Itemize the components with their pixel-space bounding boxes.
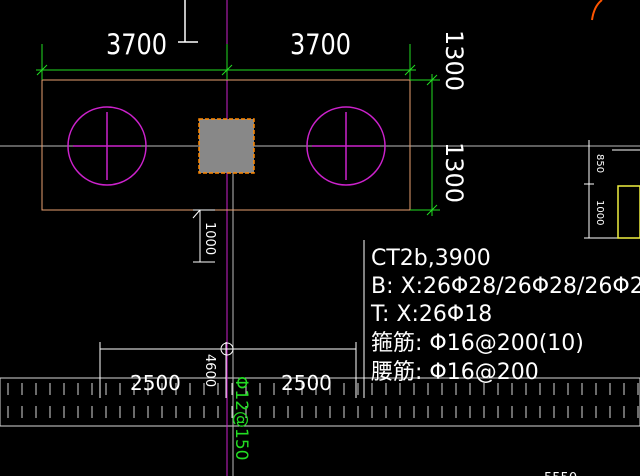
pile-cap-outline[interactable]	[41, 79, 411, 211]
vertical-rebar-label: Φ12@150	[231, 376, 251, 460]
wall-hatch-strip	[0, 377, 640, 427]
annotation-top-bars: T: X:26Φ18	[370, 302, 492, 327]
top-dimension	[36, 44, 416, 80]
annotation-stirrups: 箍筋: Φ16@200(10)	[371, 331, 584, 356]
dim-right-upper: 1300	[440, 30, 468, 91]
dim-bottom-left: 2500	[130, 371, 181, 395]
dim-right-small-lower: 1000	[594, 200, 605, 225]
annotation-bottom-bars: B: X:26Φ28/26Φ28/26Φ25	[371, 274, 640, 299]
pile-left[interactable]	[67, 106, 147, 186]
dim-bottom-right: 2500	[281, 371, 332, 395]
pile-right[interactable]	[306, 106, 386, 186]
bottom-dimension	[99, 342, 357, 398]
annotation-name: CT2b,3900	[371, 246, 491, 271]
leader-dimension	[192, 209, 215, 263]
column-block[interactable]	[198, 118, 255, 174]
right-edge-detail	[584, 140, 640, 239]
bottom-edge-label: 5550	[544, 471, 577, 476]
annotation-waist-bars: 腰筋: Φ16@200	[371, 360, 539, 385]
snap-marker[interactable]	[220, 342, 234, 356]
dim-top-left: 3700	[106, 29, 167, 61]
orange-arc-fragment	[591, 0, 603, 21]
dim-bottom-center: 4600	[202, 354, 217, 387]
right-dimension	[410, 74, 440, 216]
dim-right-small-upper: 850	[594, 154, 605, 173]
dim-top-right: 3700	[290, 29, 351, 61]
dim-leader-vertical: 1000	[202, 222, 217, 255]
dim-right-lower: 1300	[440, 142, 468, 203]
annotation-block[interactable]: CT2b,3900 B: X:26Φ28/26Φ28/26Φ25 T: X:26…	[363, 240, 640, 398]
